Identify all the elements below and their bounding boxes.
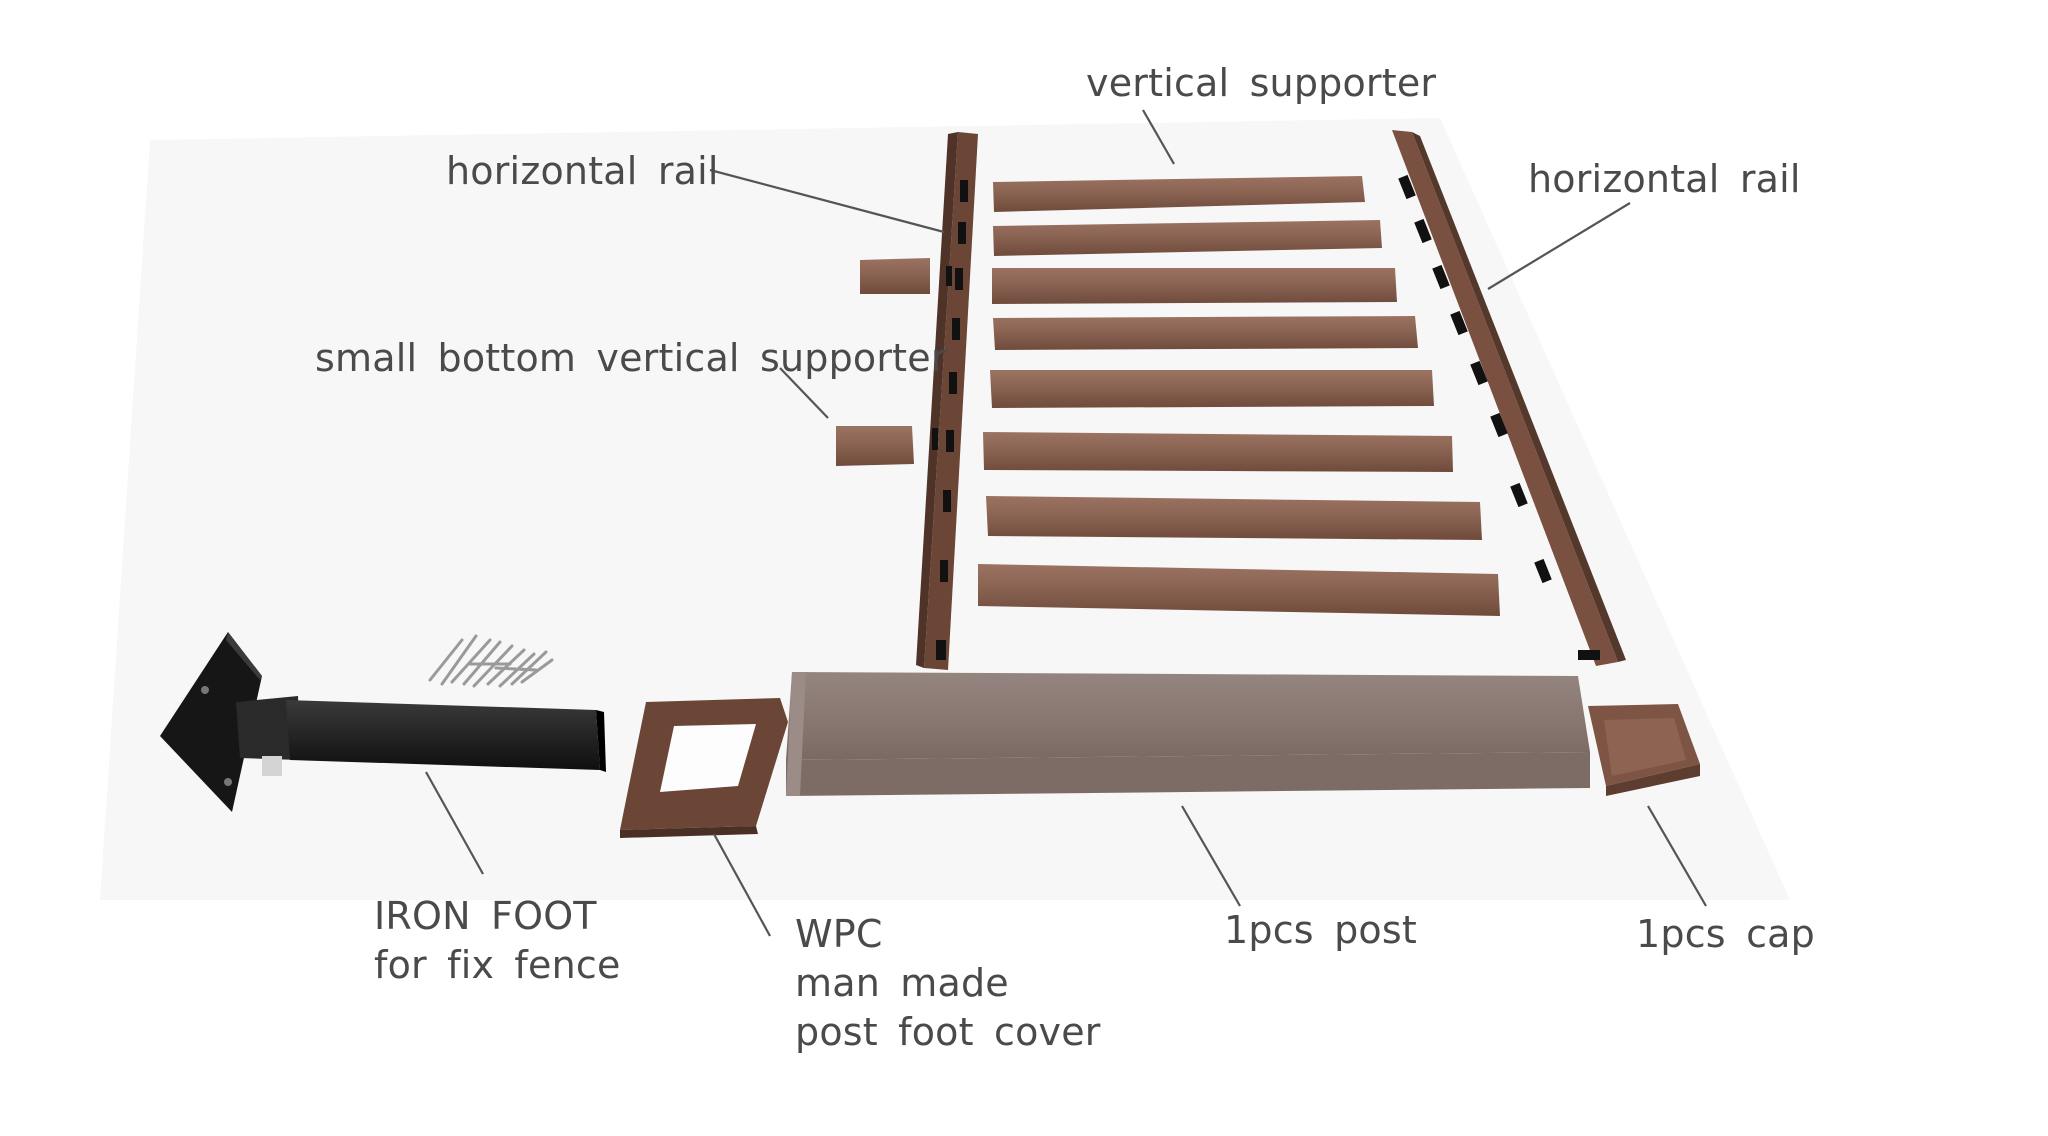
post-cap <box>1588 704 1700 796</box>
leader-lines <box>425 109 1707 937</box>
label-post-foot-cover-line-3: post foot cover <box>795 1010 1101 1054</box>
horizontal-rail-right <box>1392 130 1626 666</box>
post-foot-cover <box>620 698 788 838</box>
screws <box>428 634 554 688</box>
post <box>786 672 1590 796</box>
label-small-bottom-vertical-supporter: small bottom vertical supporter <box>315 336 947 380</box>
label-post-foot-cover-line-2: man made <box>795 961 1009 1005</box>
label-post-foot-cover: WPC man made post foot cover <box>795 910 1101 1057</box>
label-cap: 1pcs cap <box>1636 912 1815 956</box>
small-bottom-vertical-supporters <box>836 258 930 466</box>
label-post: 1pcs post <box>1224 908 1417 952</box>
label-iron-foot-line-1: IRON FOOT <box>374 894 597 938</box>
iron-foot <box>160 632 606 812</box>
label-vertical-supporter: vertical supporter <box>1086 61 1437 105</box>
horizontal-rail-left <box>916 132 978 670</box>
label-horizontal-rail-left: horizontal rail <box>446 149 719 193</box>
label-horizontal-rail-right: horizontal rail <box>1528 157 1801 201</box>
label-iron-foot: IRON FOOT for fix fence <box>374 892 621 990</box>
label-post-foot-cover-line-1: WPC <box>795 912 883 956</box>
label-iron-foot-line-2: for fix fence <box>374 943 621 987</box>
vertical-supporters <box>978 176 1500 616</box>
